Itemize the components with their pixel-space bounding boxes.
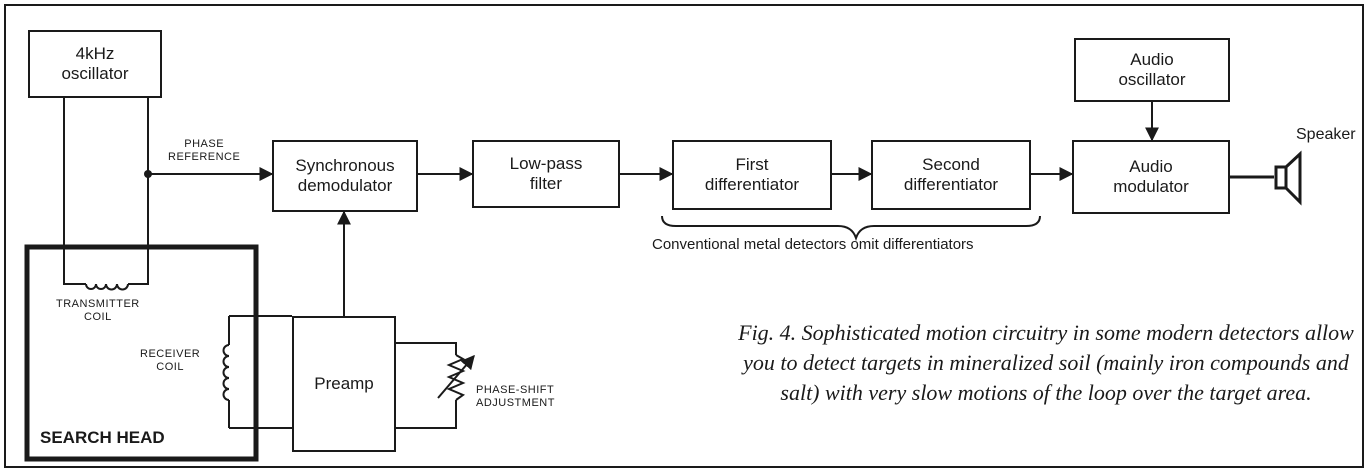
audio-modulator-block: Audio modulator — [1072, 140, 1230, 214]
preamp-block: Preamp — [292, 316, 396, 452]
search-head-box — [24, 244, 259, 462]
second-differentiator-block: Second differentiator — [871, 140, 1031, 210]
transmitter-coil-wire — [63, 260, 149, 285]
junction-dot — [144, 170, 152, 178]
speaker-cone — [1284, 150, 1302, 206]
synchronous-demodulator-block: Synchronous demodulator — [272, 140, 418, 212]
differentiator-brace — [661, 215, 1041, 242]
receiver-coil — [222, 344, 230, 401]
speaker-body — [1274, 165, 1288, 190]
phase-shift-wire — [396, 342, 457, 429]
receiver-coil-label: RECEIVER COIL — [140, 348, 201, 373]
differentiator-note: Conventional metal detectors omit differ… — [652, 236, 974, 253]
diagram-frame — [4, 4, 1364, 468]
audio-oscillator-block: Audio oscillator — [1074, 38, 1230, 102]
search-head-label: SEARCH HEAD — [40, 428, 165, 447]
receiver-coil-wire — [228, 315, 292, 429]
transmitter-coil — [85, 283, 129, 291]
lowpass-filter-block: Low-pass filter — [472, 140, 620, 208]
oscillator-block: 4kHz oscillator — [28, 30, 162, 98]
phase-shift-arrow — [437, 354, 475, 399]
speaker-label: Speaker — [1296, 126, 1356, 143]
phase-reference-label: PHASE REFERENCE — [168, 138, 241, 163]
first-differentiator-block: First differentiator — [672, 140, 832, 210]
figure-caption: Fig. 4. Sophisticated motion circuitry i… — [738, 320, 1354, 405]
phase-shift-label: PHASE-SHIFT ADJUSTMENT — [476, 384, 555, 409]
phase-shift-resistor — [446, 354, 466, 401]
transmitter-coil-label: TRANSMITTER COIL — [56, 298, 140, 323]
